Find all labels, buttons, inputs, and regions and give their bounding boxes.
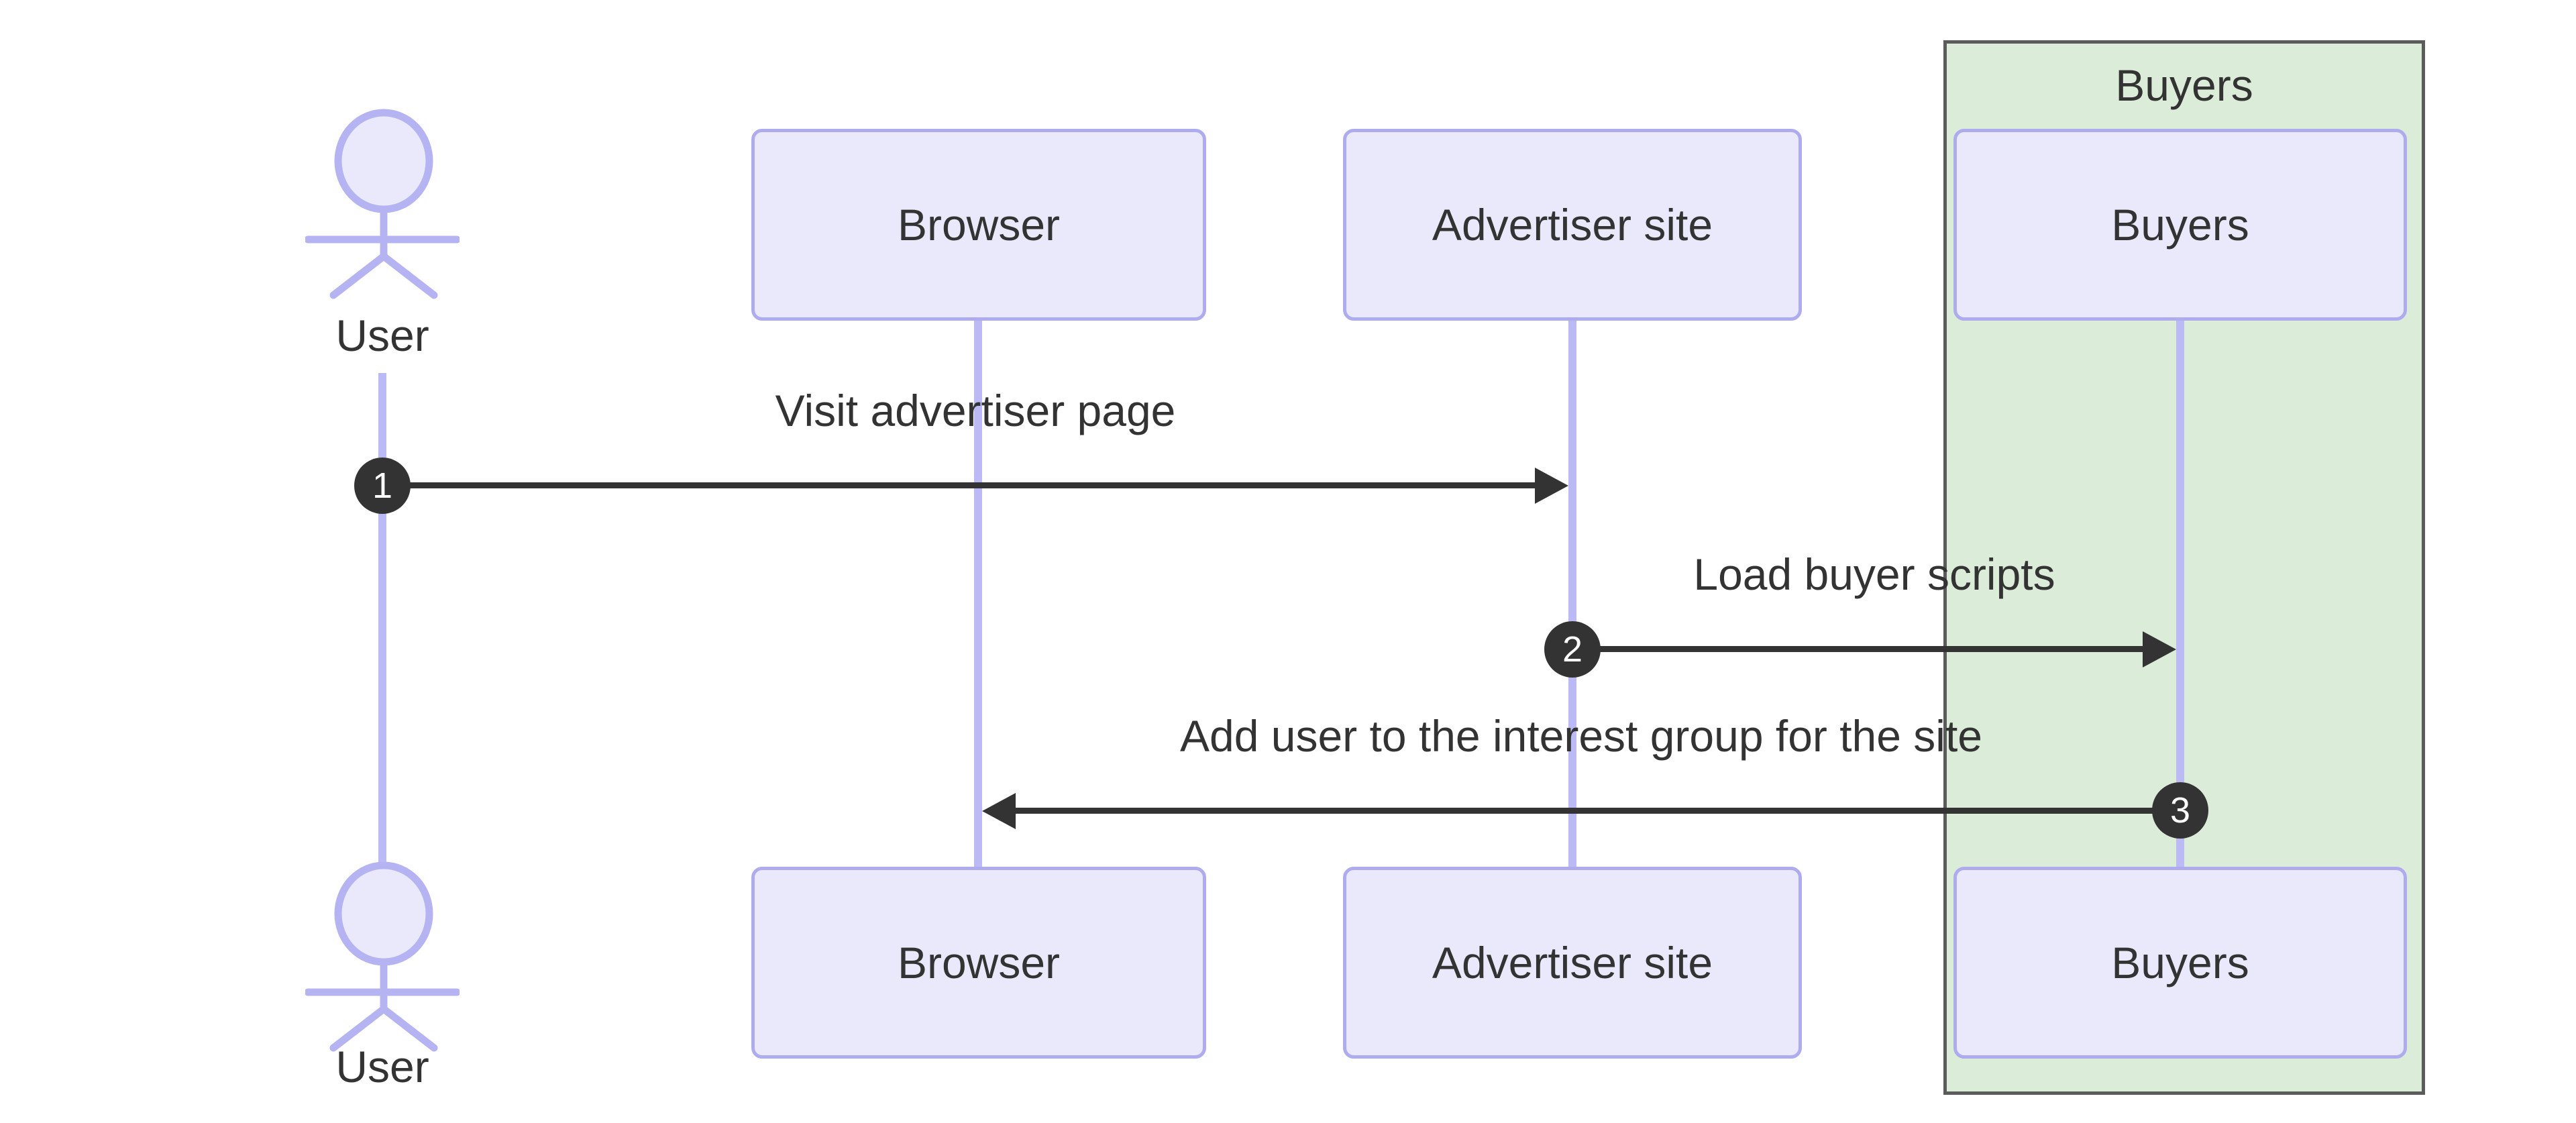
buyers-group-title: Buyers (2115, 60, 2253, 110)
message-3-number-badge: 3 (2152, 782, 2208, 839)
participant-label-browser-top: Browser (897, 200, 1061, 250)
message-2-arrowhead-icon (2143, 631, 2176, 667)
message-1-number-badge: 1 (354, 458, 411, 514)
lifeline-browser (974, 319, 982, 868)
participant-box-buyers-bottom: Buyers (1953, 867, 2407, 1059)
participant-box-browser-top: Browser (751, 129, 1206, 321)
user-actor-icon-top (305, 109, 460, 299)
message-1-number: 1 (372, 466, 393, 506)
participant-label-browser-bottom: Browser (897, 938, 1061, 987)
message-2-number-badge: 2 (1544, 621, 1601, 678)
participant-label-buyers-top: Buyers (2111, 200, 2249, 250)
message-3-arrowhead-icon (982, 793, 1016, 829)
message-2-line (1572, 646, 2144, 652)
message-1-arrowhead-icon (1535, 468, 1568, 504)
message-1-line (382, 482, 1538, 488)
message-3-number: 3 (2169, 790, 2191, 831)
participant-box-advertiser-bottom: Advertiser site (1343, 867, 1802, 1059)
lifeline-user (378, 373, 386, 865)
user-actor-icon-bottom (305, 861, 460, 1052)
actor-label-user-top: User (335, 311, 429, 360)
message-2-label: Load buyer scripts (1693, 549, 2055, 599)
participant-label-advertiser-bottom: Advertiser site (1432, 938, 1713, 987)
actor-label-user-bottom: User (335, 1042, 429, 1091)
participant-box-advertiser-top: Advertiser site (1343, 129, 1802, 321)
participant-label-buyers-bottom: Buyers (2111, 938, 2249, 987)
message-3-label: Add user to the interest group for the s… (1179, 711, 1983, 761)
message-3-line (1013, 808, 2180, 814)
participant-box-buyers-top: Buyers (1953, 129, 2407, 321)
message-1-label: Visit advertiser page (775, 386, 1176, 435)
message-2-number: 2 (1562, 629, 1583, 670)
participant-label-advertiser-top: Advertiser site (1432, 200, 1713, 250)
lifeline-buyers (2176, 319, 2184, 868)
participant-box-browser-bottom: Browser (751, 867, 1206, 1059)
lifeline-advertiser (1568, 319, 1576, 868)
